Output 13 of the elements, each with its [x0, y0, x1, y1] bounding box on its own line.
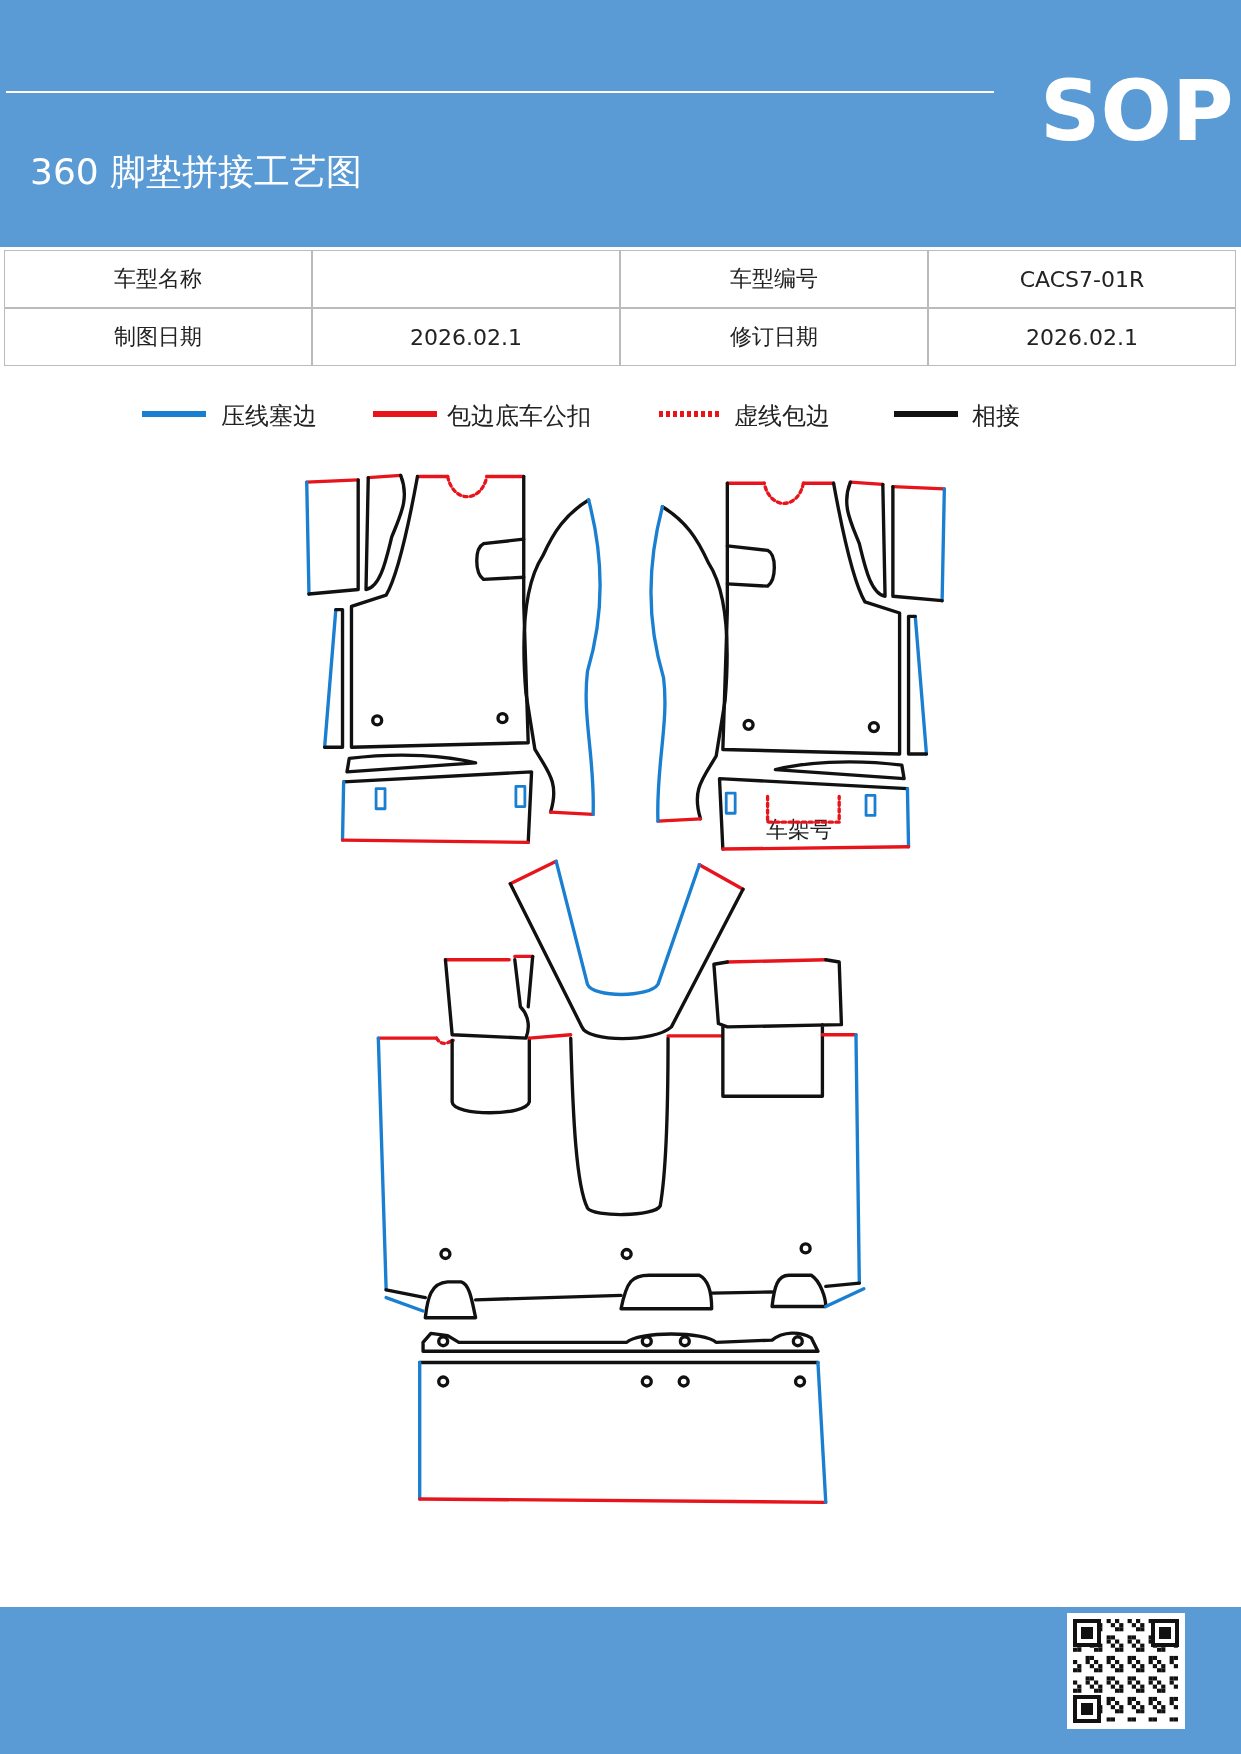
- legend-text: 相接: [972, 401, 1020, 432]
- legend-text: 压线塞边: [221, 401, 317, 432]
- legend-text: 包边底车公扣: [447, 401, 591, 432]
- table-cell: CACS7-01R: [928, 250, 1236, 308]
- table-cell: 制图日期: [4, 308, 312, 366]
- table-cell: 修订日期: [620, 308, 928, 366]
- heading-text: SOP: [1040, 62, 1234, 160]
- table-cell: 车型编号: [620, 250, 928, 308]
- legend-text: 虚线包边: [734, 401, 830, 432]
- table-cell: 车型名称: [4, 250, 312, 308]
- table-cell: 2026.02.1: [928, 308, 1236, 366]
- page-title: 360 脚垫拼接工艺图: [30, 150, 363, 194]
- table-cell: 2026.02.1: [312, 308, 620, 366]
